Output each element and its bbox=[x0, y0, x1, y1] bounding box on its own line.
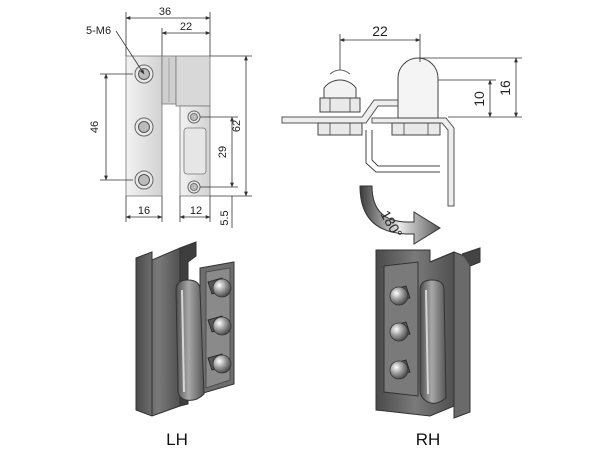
side-right-bracket bbox=[371, 117, 455, 207]
side-dim-height-large: 16 bbox=[497, 80, 513, 96]
side-rotated-outline bbox=[371, 130, 440, 167]
side-knuckle-right bbox=[391, 57, 441, 136]
side-dim-width: 22 bbox=[372, 23, 388, 39]
side-dim-height-small: 10 bbox=[471, 91, 487, 107]
hinge-rh: RH bbox=[375, 247, 481, 449]
dim-total-width: 36 bbox=[159, 6, 171, 18]
dim-screw: 5-M6 bbox=[86, 25, 111, 37]
dim-right-width: 22 bbox=[180, 21, 192, 33]
dim-height: 62 bbox=[231, 120, 243, 132]
hinge-lh: LH bbox=[135, 241, 235, 449]
label-lh: LH bbox=[166, 430, 188, 449]
dim-right-leaf: 12 bbox=[190, 205, 202, 217]
label-rh: RH bbox=[416, 430, 441, 449]
rotation-arrow: 180° bbox=[359, 185, 441, 245]
front-slot bbox=[183, 127, 207, 175]
lh-nuts bbox=[207, 277, 232, 374]
front-view: 36 22 5-M6 46 62 29 5.5 16 12 bbox=[86, 6, 252, 228]
dim-hole-spacing: 46 bbox=[89, 121, 101, 133]
side-cap-nut-left bbox=[317, 69, 363, 136]
front-right-upper bbox=[175, 55, 211, 107]
side-view: 22 10 16 180° bbox=[281, 23, 522, 245]
dim-slot: 29 bbox=[217, 146, 229, 158]
dim-left-leaf: 16 bbox=[138, 205, 150, 217]
dim-bottom-offset: 5.5 bbox=[219, 210, 231, 225]
rh-nuts bbox=[389, 285, 411, 380]
